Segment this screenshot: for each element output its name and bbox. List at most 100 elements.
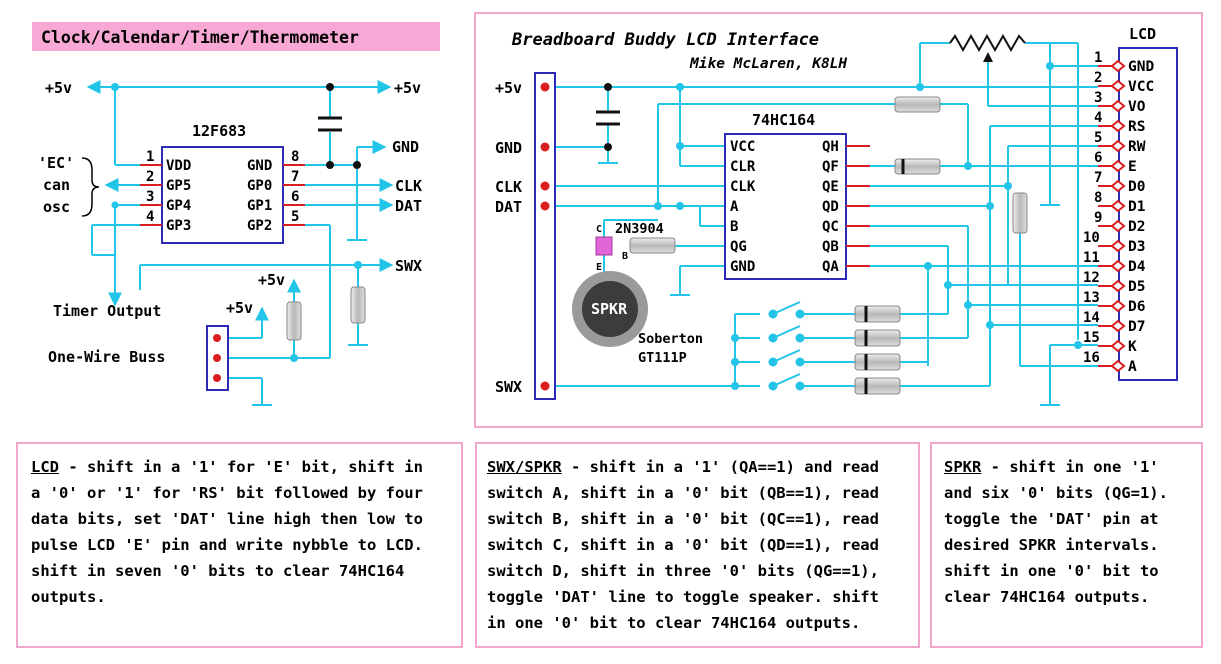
note-swx: SWX/SPKR - shift in a '1' (QA==1) and re…: [475, 442, 920, 648]
conn-label-clk: CLK: [495, 178, 522, 196]
pin-clr: CLR: [730, 159, 756, 175]
conn-label-dat: DAT: [495, 198, 522, 216]
pin-clk: CLK: [730, 179, 756, 195]
lcd-pin-name-vcc: VCC: [1128, 79, 1154, 95]
lcd-pin-num-16: 16: [1083, 350, 1100, 366]
ec-brace: [81, 157, 100, 217]
left-power-label-1: +5v: [45, 79, 72, 97]
note-spkr: SPKR - shift in one '1' and six '0' bits…: [930, 442, 1203, 648]
resistor-swx: [350, 286, 366, 324]
capacitor-right: [596, 110, 620, 126]
note-spkr-line-3: toggle the 'DAT' pin at: [944, 510, 1159, 528]
note-spkr-line-4: desired SPKR intervals.: [944, 536, 1159, 554]
pin-name-gp3: GP3: [166, 218, 191, 234]
pin-qb: QB: [822, 239, 839, 255]
signal-swx: SWX: [395, 257, 422, 275]
lcd-pin-name-a: A: [1128, 359, 1137, 375]
speaker-label: SPKR: [591, 300, 628, 318]
conn-label-swx: SWX: [495, 378, 522, 396]
chip-74hc164-pins: [846, 145, 870, 267]
transistor-2n3904: [595, 236, 613, 256]
note-spkr-line-6: clear 74HC164 outputs.: [944, 588, 1150, 606]
lcd-title: LCD: [1129, 25, 1156, 43]
chip-74hc164-label: 74HC164: [752, 111, 815, 129]
note-lcd-line-3: data bits, set 'DAT' line high then low …: [31, 510, 423, 528]
lcd-pin-name-d2: D2: [1128, 219, 1145, 235]
lcd-pin-num-9: 9: [1094, 210, 1102, 226]
note-lcd-line-2: a '0' or '1' for 'RS' bit followed by fo…: [31, 484, 423, 502]
lcd-pin-name-d0: D0: [1128, 179, 1145, 195]
signal-dat: DAT: [395, 197, 422, 215]
lcd-pin-name-gnd: GND: [1128, 59, 1154, 75]
chip-12f683-label: 12F683: [192, 122, 246, 140]
pin-name-gp2: GP2: [247, 218, 272, 234]
transistor-pin-c: C: [596, 224, 602, 235]
pin-vcc: VCC: [730, 139, 755, 155]
note-swx-line-6: toggle 'DAT' line to toggle speaker. shi…: [487, 588, 879, 606]
lcd-pin-num-12: 12: [1083, 270, 1100, 286]
pin-name-gp1: GP1: [247, 198, 272, 214]
note-swx-line-4: switch C, shift in a '0' bit (QD==1), re…: [487, 536, 879, 554]
signal-gnd: GND: [392, 138, 419, 156]
lcd-pin-num-11: 11: [1083, 250, 1100, 266]
pin-name-gp0: GP0: [247, 178, 272, 194]
pin-qf: QF: [822, 159, 839, 175]
lcd-pin-num-8: 8: [1094, 190, 1102, 206]
chip-12f683: [161, 146, 284, 244]
right-circuit-frame: [474, 12, 1203, 428]
pin-num-8: 8: [291, 149, 299, 165]
left-power-label-2: +5v: [394, 79, 421, 97]
note-swx-heading: SWX/SPKR: [487, 458, 562, 476]
resistor-backlight: [1012, 192, 1028, 234]
lcd-pin-name-d1: D1: [1128, 199, 1146, 215]
pin-num-6: 6: [291, 189, 299, 205]
lcd-pin-name-d3: D3: [1128, 239, 1145, 255]
transistor-label: 2N3904: [615, 221, 664, 237]
chip-12f683-pins: [140, 164, 305, 226]
pin-gnd-164: GND: [730, 259, 755, 275]
pin-name-gp5: GP5: [166, 178, 191, 194]
pin-num-1: 1: [146, 149, 154, 165]
switches: [768, 301, 805, 391]
pin-qa: QA: [822, 259, 839, 275]
pin-num-3: 3: [146, 189, 154, 205]
lcd-pin-num-6: 6: [1094, 150, 1102, 166]
ec-label-1: 'EC': [38, 154, 74, 172]
header-connector: [534, 72, 556, 400]
right-wires: [545, 42, 1098, 406]
conn-label-5v: +5v: [495, 79, 522, 97]
note-spkr-line-1: SPKR - shift in one '1': [944, 458, 1159, 476]
conn-label-gnd: GND: [495, 139, 522, 157]
lcd-pin-num-14: 14: [1083, 310, 1100, 326]
note-lcd-line-5: shift in seven '0' bits to clear 74HC164: [31, 562, 405, 580]
one-wire-label: One-Wire Buss: [48, 348, 165, 366]
note-spkr-line-5: shift in one '0' bit to: [944, 562, 1159, 580]
pin-qc: QC: [822, 219, 839, 235]
lcd-pin-name-d5: D5: [1128, 279, 1145, 295]
chip-74hc164: [724, 133, 847, 280]
resistor-dat: [894, 96, 941, 113]
right-title: Breadboard Buddy LCD Interface: [511, 30, 819, 50]
timer-output-label: Timer Output: [53, 302, 161, 320]
pin-qe: QE: [822, 179, 839, 195]
note-swx-line-7: in one '0' bit to clear 74HC164 outputs.: [487, 614, 861, 632]
signal-clk: CLK: [395, 177, 422, 195]
right-nodes: [604, 62, 1082, 390]
note-lcd: LCD - shift in a '1' for 'E' bit, shift …: [16, 442, 463, 648]
left-power-label-4: +5v: [226, 299, 253, 317]
lcd-pin-num-10: 10: [1083, 230, 1100, 246]
capacitor-left: [318, 116, 342, 132]
lcd-pin-num-7: 7: [1094, 170, 1102, 186]
left-title: Clock/Calendar/Timer/Thermometer: [41, 28, 359, 47]
note-spkr-line-2: and six '0' bits (QG=1).: [944, 484, 1168, 502]
lcd-pin-name-e: E: [1128, 159, 1137, 175]
lcd-pin-num-3: 3: [1094, 90, 1102, 106]
note-swx-line-5: switch D, shift in three '0' bits (QG==1…: [487, 562, 879, 580]
resistor-onewire: [286, 301, 302, 341]
lcd-pin-name-rs: RS: [1128, 119, 1145, 135]
pin-a: A: [730, 199, 739, 215]
lcd-pin-name-d4: D4: [1128, 259, 1146, 275]
speaker: [572, 271, 648, 347]
ec-label-2: can: [43, 176, 70, 194]
transistor-pin-e: E: [596, 262, 602, 273]
